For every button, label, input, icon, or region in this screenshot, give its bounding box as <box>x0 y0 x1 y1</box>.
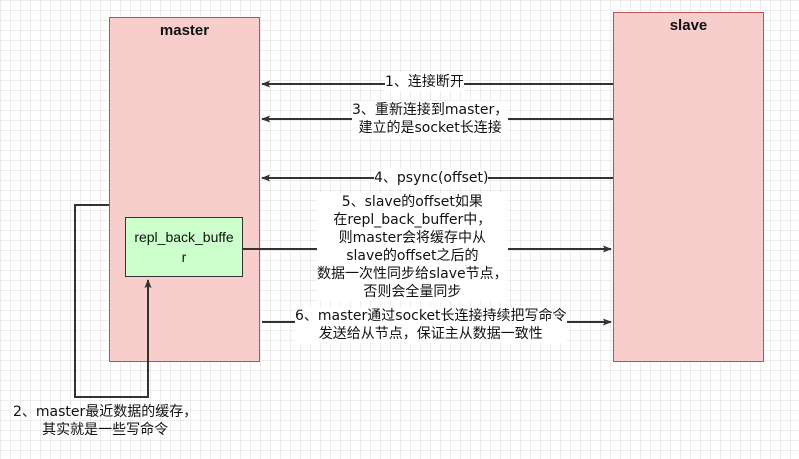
master-node: master <box>109 17 260 362</box>
slave-title: slave <box>669 17 708 34</box>
step3-label: 3、重新连接到master， 建立的是socket长连接 <box>352 101 509 137</box>
step5-label: 5、slave的offset如果 在repl_back_buffer中， 则ma… <box>317 193 508 301</box>
slave-node: slave <box>613 12 764 362</box>
arrow-step2 <box>74 204 152 398</box>
repl-back-buffer-node: repl_back_buffer <box>125 217 243 277</box>
step1-label: 1、连接断开 <box>385 73 464 91</box>
step6-label: 6、master通过socket长连接持续把写命令 发送给从节点，保证主从数据一… <box>295 307 567 343</box>
step2-label: 2、master最近数据的缓存， 其实就是一些写命令 <box>13 404 198 438</box>
master-title: master <box>159 22 210 39</box>
repl-back-buffer-label: repl_back_buffer <box>134 229 234 265</box>
step4-label: 4、psync(offset) <box>374 169 489 187</box>
